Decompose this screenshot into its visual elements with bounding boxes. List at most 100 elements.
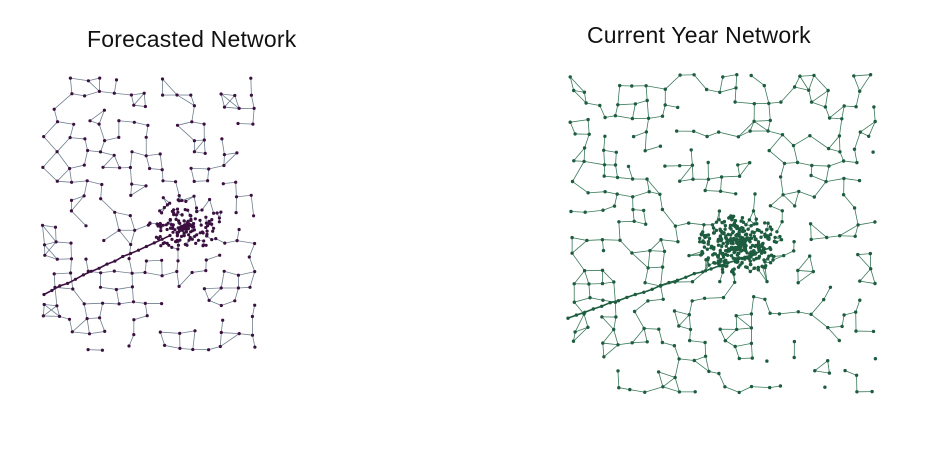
network-node	[66, 281, 70, 285]
network-node	[600, 268, 605, 272]
network-link	[56, 168, 70, 182]
network-link	[811, 101, 826, 108]
network-link	[758, 269, 768, 282]
network-node	[128, 165, 132, 170]
network-node	[192, 104, 196, 108]
network-link	[814, 370, 830, 374]
network-link	[235, 182, 237, 197]
network-node	[174, 217, 178, 221]
network-link	[798, 311, 812, 315]
network-link	[132, 272, 146, 274]
network-node	[745, 265, 749, 270]
network-node	[873, 281, 877, 286]
network-node	[858, 89, 862, 93]
network-node	[54, 240, 58, 244]
network-node	[713, 261, 717, 265]
network-node	[160, 211, 164, 215]
network-link	[873, 107, 876, 122]
network-node	[729, 237, 733, 241]
network-node	[98, 76, 102, 80]
network-node	[762, 246, 766, 251]
network-node	[842, 313, 846, 317]
network-node	[69, 271, 73, 275]
network-node	[162, 241, 167, 245]
network-node	[873, 220, 877, 224]
network-node	[737, 174, 742, 178]
network-link	[646, 85, 666, 90]
network-node	[42, 243, 47, 247]
network-link	[602, 239, 621, 241]
network-node	[854, 373, 859, 377]
network-node	[176, 259, 180, 263]
network-node	[678, 179, 682, 183]
network-link	[617, 103, 636, 106]
network-link	[716, 210, 720, 223]
network-node	[731, 241, 735, 246]
network-node	[205, 229, 209, 233]
network-node	[234, 211, 238, 215]
network-node	[130, 271, 134, 275]
network-node	[132, 318, 136, 322]
network-node	[727, 249, 731, 253]
network-node	[798, 74, 802, 78]
network-link	[53, 273, 56, 288]
network-node	[710, 244, 714, 248]
network-link	[131, 92, 145, 96]
network-link	[128, 244, 132, 259]
network-node	[744, 223, 748, 227]
current-year-network-title: Current Year Network	[587, 22, 811, 48]
network-node	[702, 245, 707, 249]
network-node	[68, 76, 72, 80]
network-link	[780, 163, 785, 178]
network-node	[768, 311, 772, 315]
network-link	[841, 314, 845, 327]
network-link	[854, 207, 859, 226]
network-node	[602, 148, 606, 152]
network-node	[726, 261, 730, 265]
network-node	[718, 327, 722, 331]
network-link	[221, 93, 235, 96]
network-link	[220, 271, 225, 289]
network-node	[114, 78, 119, 82]
network-node	[660, 265, 665, 269]
network-node	[667, 280, 671, 285]
network-link	[646, 178, 661, 195]
network-node	[130, 182, 134, 186]
network-link	[753, 296, 766, 300]
network-node	[630, 341, 634, 345]
network-node	[169, 222, 173, 227]
network-node	[617, 220, 621, 224]
network-node	[186, 219, 190, 223]
network-node	[630, 116, 635, 121]
network-node	[699, 233, 704, 237]
network-link	[857, 254, 871, 270]
network-node	[218, 253, 222, 257]
network-link	[823, 287, 831, 300]
network-node	[70, 92, 74, 96]
network-link	[797, 162, 812, 166]
network-node	[726, 232, 730, 237]
network-node	[217, 220, 221, 224]
network-node	[725, 240, 729, 244]
network-node	[767, 148, 771, 153]
network-node	[768, 385, 772, 390]
network-node	[170, 245, 174, 249]
network-node	[202, 122, 206, 126]
network-node	[810, 163, 814, 168]
network-node	[823, 105, 828, 109]
network-node	[736, 265, 741, 269]
network-link	[693, 74, 707, 90]
network-node	[677, 357, 681, 361]
network-node	[752, 222, 756, 226]
network-node	[127, 344, 131, 348]
network-link	[780, 86, 795, 103]
network-node	[190, 229, 194, 233]
network-link	[603, 344, 619, 358]
network-node	[734, 258, 738, 263]
network-node	[873, 119, 877, 124]
network-link	[722, 74, 737, 78]
network-link	[751, 296, 755, 314]
network-node	[755, 222, 759, 226]
network-link	[828, 148, 841, 153]
network-node	[631, 195, 635, 199]
